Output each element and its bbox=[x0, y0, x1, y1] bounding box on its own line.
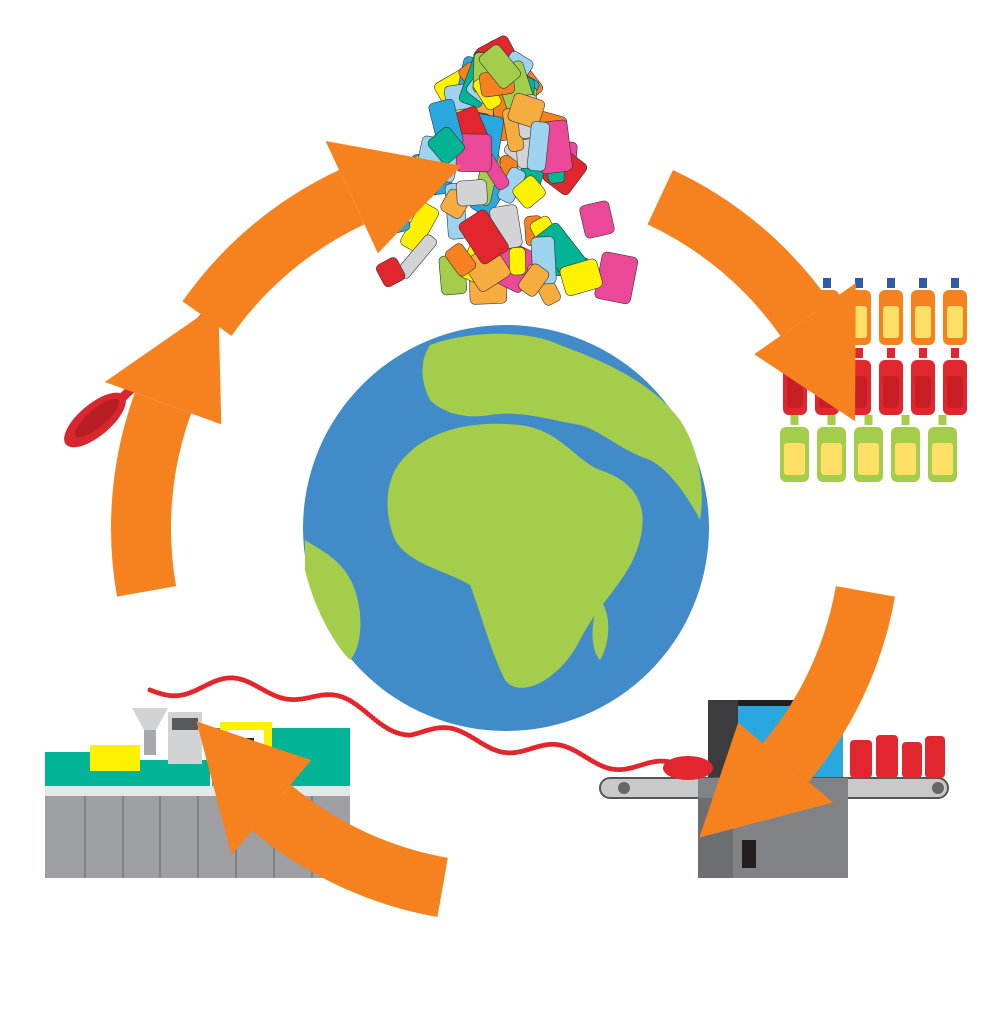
bottle-icon bbox=[854, 415, 883, 482]
bottle-icon bbox=[943, 278, 967, 345]
plastic-pellets-trail bbox=[147, 675, 673, 773]
bottle-icon bbox=[911, 278, 935, 345]
bottle-icon bbox=[911, 348, 935, 415]
cycle-arrow-icon bbox=[196, 721, 448, 917]
cycle-arrows bbox=[104, 141, 895, 917]
bottle-icon bbox=[817, 415, 846, 482]
cycle-arrow-icon bbox=[699, 586, 895, 838]
bottle-icon bbox=[879, 278, 903, 345]
cycle-arrow-icon bbox=[647, 170, 856, 422]
bottle-icon bbox=[928, 415, 957, 482]
bottle-icon bbox=[943, 348, 967, 415]
cycle-arrow-icon bbox=[104, 303, 222, 597]
bottle-icon bbox=[891, 415, 920, 482]
cycle-arrow-icon bbox=[182, 141, 462, 336]
globe-icon bbox=[303, 325, 709, 731]
bottle-icon bbox=[780, 415, 809, 482]
bottle-icon bbox=[879, 348, 903, 415]
